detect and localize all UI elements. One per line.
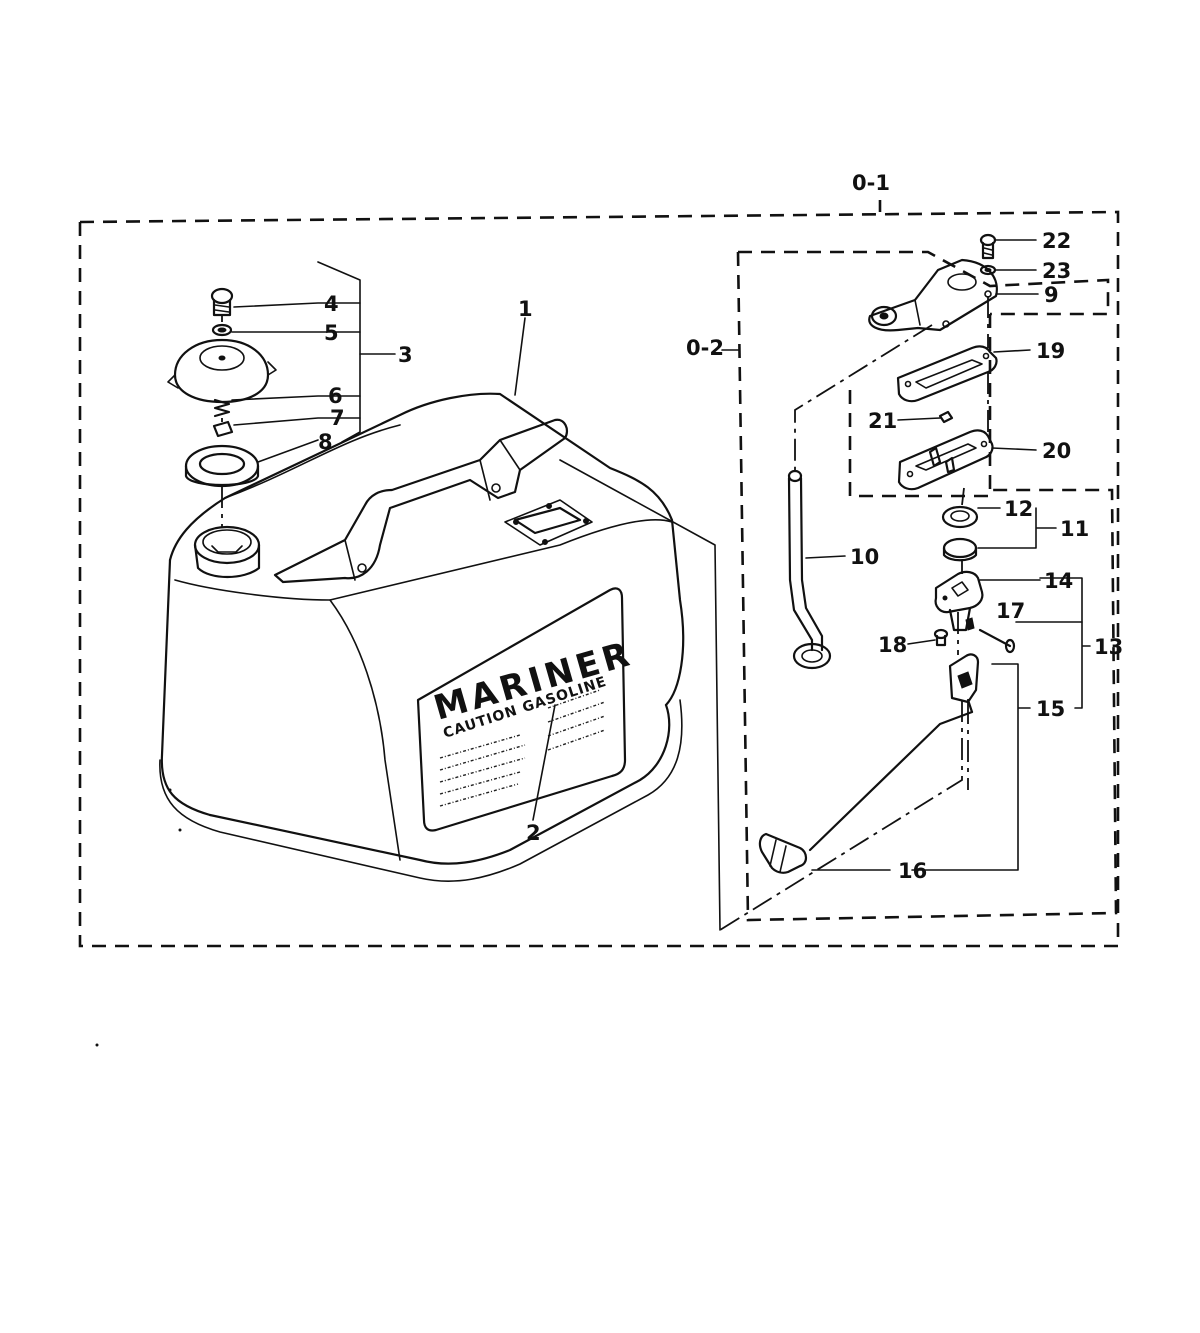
- screw-18: [933, 628, 949, 647]
- speck: [95, 1043, 99, 1047]
- pickup-tube-10: [787, 469, 832, 670]
- screw-17: [978, 628, 1016, 654]
- gauge-plate-20: [897, 429, 994, 491]
- callout-6: 6: [328, 384, 343, 408]
- callout-12: 12: [1004, 497, 1033, 521]
- washer-23: [979, 264, 997, 276]
- cap-spring: [213, 398, 231, 418]
- callout-10: 10: [850, 545, 879, 569]
- fuel-cap-assembly: [167, 287, 277, 528]
- group-0-1-label: 0-1: [852, 171, 890, 195]
- callout-17: 17: [996, 599, 1025, 623]
- cap-gasket: [184, 444, 260, 488]
- callout-2: 2: [526, 821, 541, 845]
- group-0-1-boundary: 0-1: [78, 171, 1120, 948]
- group-0-2-boundary: 0-2: [686, 250, 1118, 922]
- pickup-cover-9: [868, 258, 998, 332]
- callout-1: 1: [518, 297, 533, 321]
- callout-19: 19: [1036, 339, 1065, 363]
- callout-16: 16: [898, 859, 927, 883]
- callout-13: 13: [1094, 635, 1123, 659]
- fuel-sender-15: [808, 653, 980, 852]
- callout-3: 3: [398, 343, 413, 367]
- callout-22: 22: [1042, 229, 1071, 253]
- callout-7: 7: [330, 406, 345, 430]
- float-16: [758, 832, 808, 874]
- callout-21: 21: [868, 409, 897, 433]
- callout-5: 5: [324, 321, 339, 345]
- callout-23: 23: [1042, 259, 1071, 283]
- grommet-12: [941, 505, 979, 529]
- callout-8: 8: [318, 430, 333, 454]
- callout-18: 18: [878, 633, 907, 657]
- speck: [178, 828, 182, 832]
- tank-decal: MARINER CAUTION GASOLINE: [416, 587, 637, 832]
- part-21: [938, 410, 954, 424]
- callout-15: 15: [1036, 697, 1065, 721]
- leader-lines: [231, 239, 1091, 871]
- callout-9: 9: [1044, 283, 1059, 307]
- speck: [168, 788, 172, 792]
- fuel-cap: [167, 338, 277, 404]
- fuel-tank: MARINER CAUTION GASOLINE: [159, 392, 685, 882]
- cap-washer: [211, 323, 233, 337]
- group-0-2-label: 0-2: [686, 336, 724, 360]
- gasket-19: [896, 345, 998, 403]
- cap-vent-valve: [212, 420, 234, 438]
- fuel-pickup-components: [559, 233, 1016, 931]
- callout-14: 14: [1044, 569, 1073, 593]
- cap-screw: [210, 287, 234, 317]
- callout-20: 20: [1042, 439, 1071, 463]
- screw-22: [979, 233, 997, 260]
- callout-labels: 1 2 3 4 5 6 7 8 9 10 11 12 13 14 15 16 1…: [318, 229, 1123, 883]
- callout-4: 4: [324, 292, 339, 316]
- gauge-head-14: [934, 570, 984, 632]
- plug-11: [942, 537, 978, 562]
- callout-11: 11: [1060, 517, 1089, 541]
